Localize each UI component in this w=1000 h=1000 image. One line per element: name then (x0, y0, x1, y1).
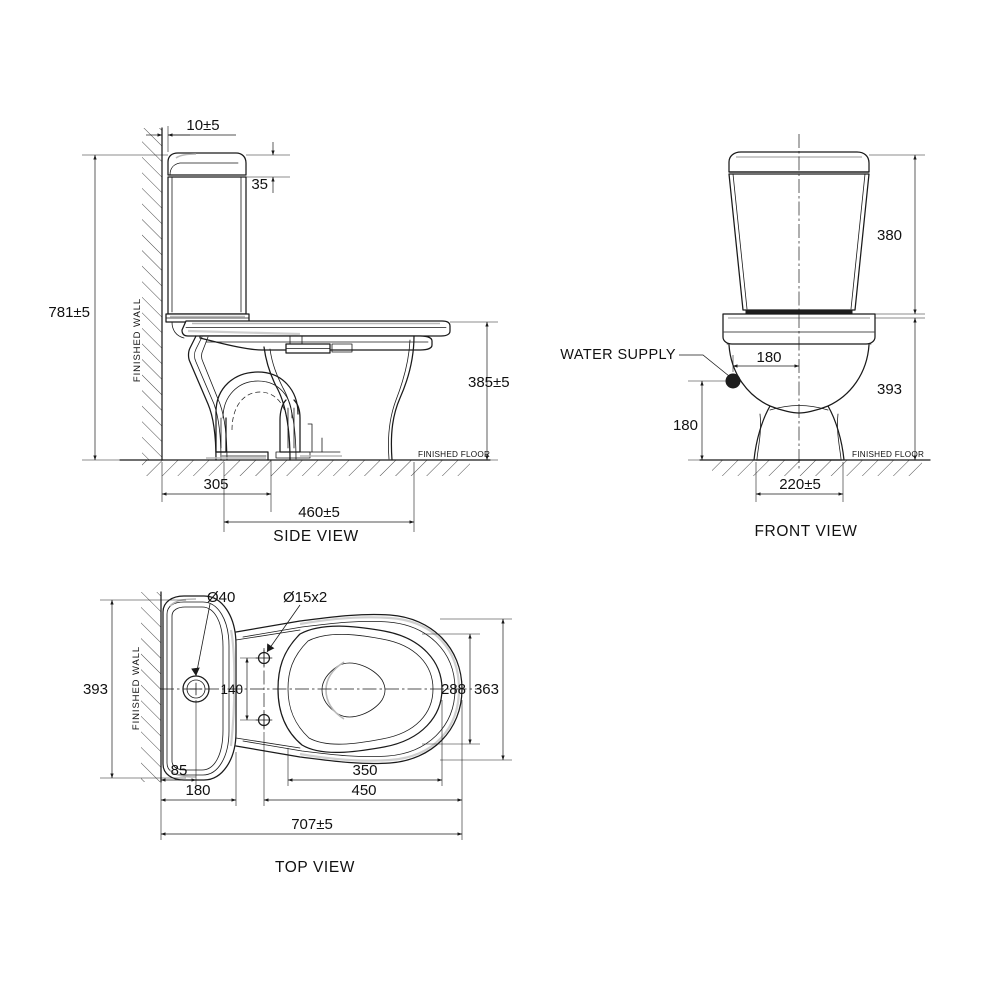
side-dim-overall-height-text: 781±5 (48, 304, 90, 321)
bolt-hole-leader (266, 604, 301, 653)
side-view-label: SIDE VIEW (273, 528, 359, 545)
top-dim-cistern-depth-text: 393 (83, 681, 108, 698)
side-finished-wall (142, 127, 163, 461)
top-dim-bowl-length: 350 (287, 700, 443, 786)
outlet-diameter-leader (195, 603, 211, 677)
top-bolt-holes (255, 648, 273, 730)
top-dim-bolt-spacing-text: 140 (220, 682, 243, 697)
top-dim-wall-to-cistern-front: 180 (160, 752, 237, 806)
top-dim-wall-to-cistern-front-text: 180 (185, 782, 210, 799)
top-dim-bowl-width-text: 288 (441, 681, 466, 698)
top-dim-overall-length-text: 707±5 (291, 816, 333, 833)
front-dim-supply-offset: 180 (732, 349, 800, 372)
side-dim-seat-height: 385±5 (450, 321, 510, 461)
side-dim-wall-to-outlet: 305 (161, 460, 272, 512)
side-dim-lid-text: 35 (251, 176, 268, 193)
side-seat-and-cover (181, 320, 451, 354)
side-view-group: FINISHED WALL FINISHED FLOOR 10±5 35 (48, 117, 509, 545)
water-supply-leader (679, 354, 730, 377)
top-dim-seat-width: 363 (440, 618, 512, 761)
water-supply-point (725, 373, 741, 389)
top-dim-bolt-hole-text: Ø15x2 (283, 589, 327, 606)
front-finished-floor (699, 459, 931, 476)
front-dim-cistern-height-text: 380 (877, 227, 902, 244)
side-finished-floor (119, 459, 491, 476)
side-dim-lid: 35 (246, 142, 290, 193)
top-finished-wall (141, 591, 162, 783)
side-bowl (171, 321, 415, 461)
water-supply-label: WATER SUPPLY (560, 347, 676, 363)
top-dim-wall-to-outlet-center-text: 85 (171, 762, 188, 779)
front-dim-base-width-text: 220±5 (779, 476, 821, 493)
side-dim-outlet-to-front-text: 460±5 (298, 504, 340, 521)
top-dim-wall-to-outlet-center: 85 (160, 700, 197, 786)
front-dim-cistern-height: 380 (869, 154, 925, 315)
top-dim-seat-length: 450 (263, 700, 463, 806)
side-dim-wall-to-outlet-text: 305 (203, 476, 228, 493)
front-dim-base-width: 220±5 (755, 462, 844, 502)
front-dim-supply-height: 180 (673, 380, 728, 461)
top-view-label: TOP VIEW (275, 859, 355, 876)
top-dim-bowl-width: 288 (422, 633, 480, 745)
side-dim-seat-height-text: 385±5 (468, 374, 510, 391)
top-dim-overall-length: 707±5 (160, 806, 463, 840)
top-dim-seat-length-text: 450 (351, 782, 376, 799)
front-view-label: FRONT VIEW (754, 523, 857, 540)
front-dim-supply-offset-text: 180 (756, 349, 781, 366)
side-finished-wall-label: FINISHED WALL (132, 298, 143, 382)
top-view-group: FINISHED WALL Ø40 (83, 589, 512, 876)
top-dim-bowl-length-text: 350 (352, 762, 377, 779)
front-dim-supply-height-text: 180 (673, 417, 698, 434)
side-dim-tank-gap-text: 10±5 (186, 117, 219, 134)
side-finished-floor-label: FINISHED FLOOR (418, 450, 490, 459)
side-dim-overall-height: 781±5 (48, 154, 168, 461)
side-dim-outlet-to-front: 460±5 (223, 462, 415, 532)
top-dim-outlet-diameter-text: Ø40 (207, 589, 235, 606)
top-dim-cistern-depth: 393 (83, 599, 186, 779)
side-dim-tank-gap: 10±5 (146, 117, 236, 152)
side-cistern (165, 152, 250, 323)
top-dim-bolt-spacing: 140 (220, 657, 258, 721)
front-view-group: WATER SUPPLY FINISHED FLOOR 380 393 (560, 134, 931, 540)
front-dim-bowl-height: 393 (845, 317, 925, 461)
top-dim-seat-width-text: 363 (474, 681, 499, 698)
front-finished-floor-label: FINISHED FLOOR (852, 450, 924, 459)
top-finished-wall-label: FINISHED WALL (131, 646, 142, 730)
front-dim-bowl-height-text: 393 (877, 381, 902, 398)
